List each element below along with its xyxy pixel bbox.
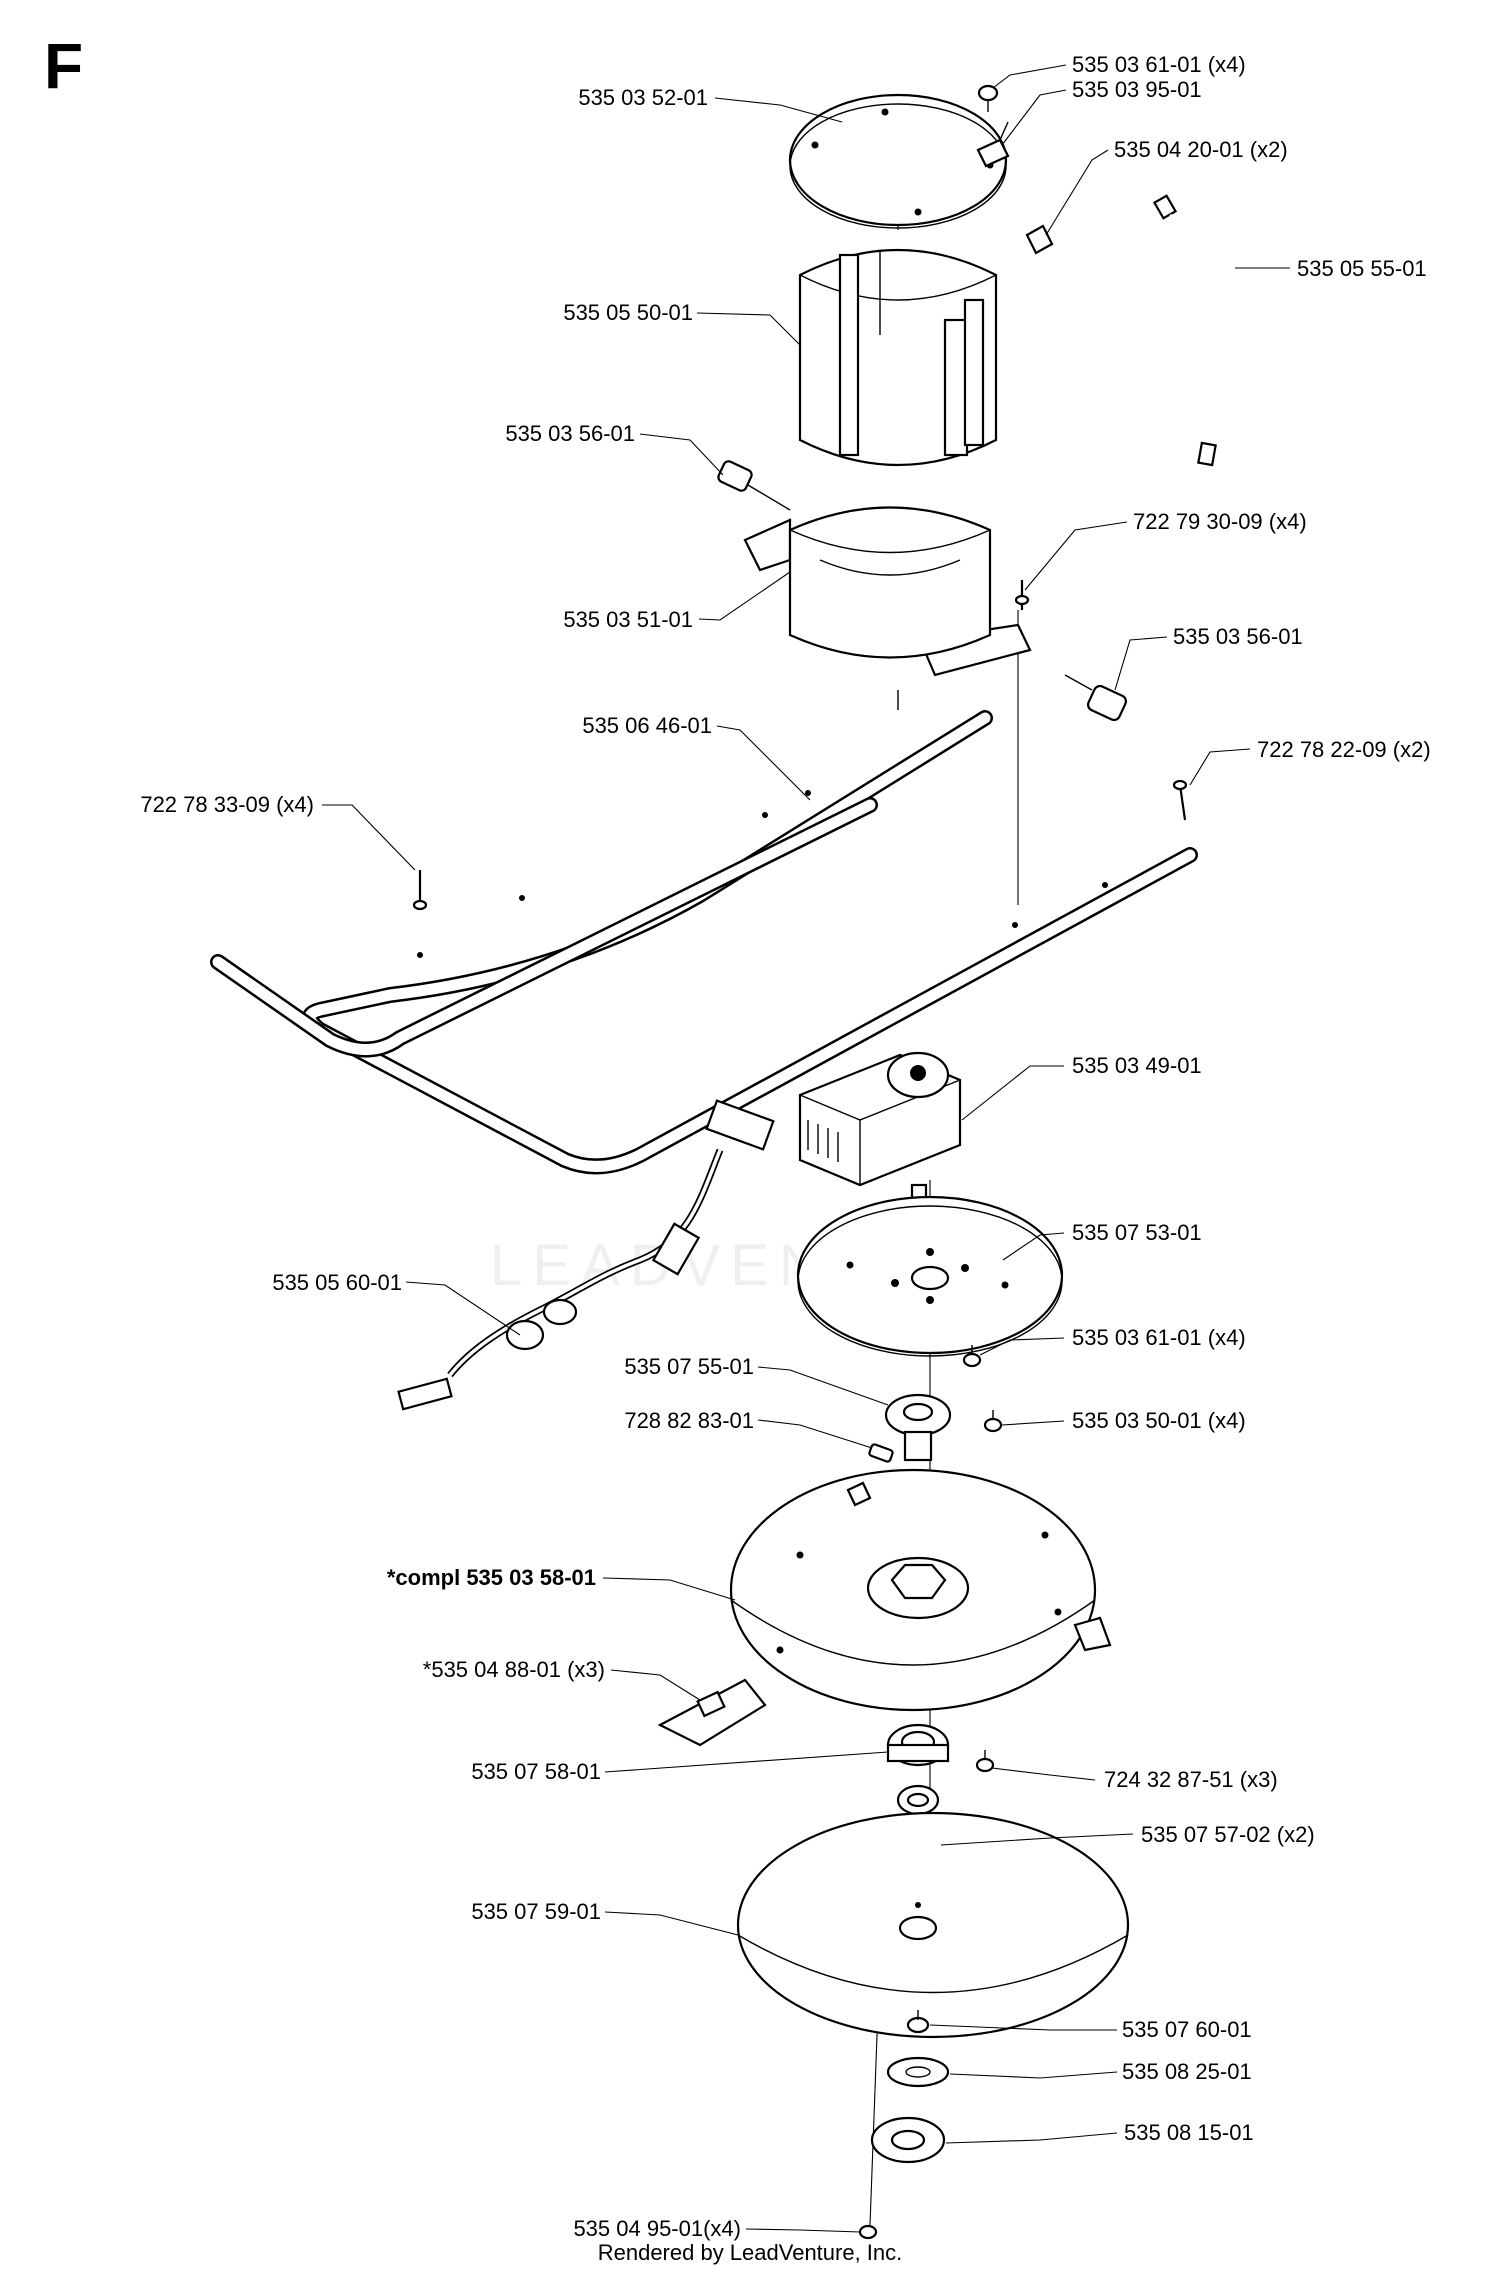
callout-c09: 535 03 51-01 <box>563 607 693 632</box>
callout-c17: 535 03 61-01 (x4) <box>1072 1325 1246 1350</box>
bumper-frame <box>210 710 1198 1175</box>
set-screw <box>868 1443 894 1463</box>
center-screw <box>906 2010 930 2034</box>
callout-c22: *535 04 88-01 (x3) <box>423 1657 605 1682</box>
callout-c14: 535 03 49-01 <box>1072 1053 1202 1078</box>
pin-bracket <box>1014 580 1030 610</box>
screw-disc <box>975 1750 995 1773</box>
bolt-right <box>1064 674 1128 722</box>
top-cover-disc <box>788 93 1008 229</box>
callout-c07: 535 03 56-01 <box>505 421 635 446</box>
center-cap <box>870 2116 946 2164</box>
cutter-disc <box>729 1468 1112 1712</box>
wire-harness <box>397 1099 775 1411</box>
callout-c26: 535 07 59-01 <box>471 1899 601 1924</box>
callout-c24: 724 32 87-51 (x3) <box>1104 1767 1278 1792</box>
callout-c13: 722 78 33-09 (x4) <box>140 792 314 817</box>
callout-c03: 535 03 52-01 <box>578 85 708 110</box>
callout-c15: 535 07 53-01 <box>1072 1220 1202 1245</box>
callout-c06: 535 05 50-01 <box>563 300 693 325</box>
callout-c25: 535 07 57-02 (x2) <box>1141 1822 1315 1847</box>
callout-c04: 535 04 20-01 (x2) <box>1114 137 1288 162</box>
square-nut <box>1025 224 1054 255</box>
washer <box>886 2056 950 2088</box>
bottom-screw <box>858 2224 878 2240</box>
callout-c11: 535 06 46-01 <box>582 713 712 738</box>
callout-labels: 535 03 61-01 (x4) 535 03 95-01 535 03 52… <box>140 52 1430 2241</box>
bolt-left <box>717 460 791 511</box>
clip-bracket-top <box>976 121 1010 168</box>
callout-c30: 535 04 95-01(x4) <box>573 2216 741 2241</box>
callout-c18: 535 07 55-01 <box>624 1354 754 1379</box>
bearing-housing <box>886 1723 950 1767</box>
screw-hub <box>983 1410 1003 1433</box>
screw-plate <box>962 1345 982 1368</box>
callout-c19: 728 82 83-01 <box>624 1408 754 1433</box>
callout-c12: 722 78 22-09 (x2) <box>1257 737 1431 762</box>
callout-c29: 535 08 15-01 <box>1124 2120 1254 2145</box>
section-letter: F <box>44 30 84 102</box>
callout-c02: 535 03 95-01 <box>1072 77 1202 102</box>
callout-c21: *compl 535 03 58-01 <box>387 1565 596 1590</box>
motor-bracket <box>743 506 1032 710</box>
blade <box>657 1678 767 1747</box>
skid-plate <box>736 1811 1130 2039</box>
upper-housing <box>798 249 998 466</box>
rivet-right <box>1172 779 1188 821</box>
wire-cable <box>1152 194 1230 467</box>
callout-c01: 535 03 61-01 (x4) <box>1072 52 1246 77</box>
mounting-plate <box>796 1195 1064 1357</box>
callout-c28: 535 08 25-01 <box>1122 2059 1252 2084</box>
callout-c08: 722 79 30-09 (x4) <box>1133 509 1307 534</box>
rivet-left <box>412 870 428 911</box>
callout-c23: 535 07 58-01 <box>471 1759 601 1784</box>
footer-credit: Rendered by LeadVenture, Inc. <box>597 2240 903 2265</box>
callout-c27: 535 07 60-01 <box>1122 2017 1252 2042</box>
bearing-upper <box>896 1784 940 1816</box>
callout-c20: 535 03 50-01 (x4) <box>1072 1408 1246 1433</box>
callout-c05: 535 05 55-01 <box>1297 256 1427 281</box>
leader-lines <box>322 64 1290 2233</box>
hub <box>884 1393 952 1462</box>
callout-c10: 535 03 56-01 <box>1173 624 1303 649</box>
screw-top <box>977 84 999 112</box>
gear-motor <box>798 1051 962 1217</box>
callout-c16: 535 05 60-01 <box>272 1270 402 1295</box>
